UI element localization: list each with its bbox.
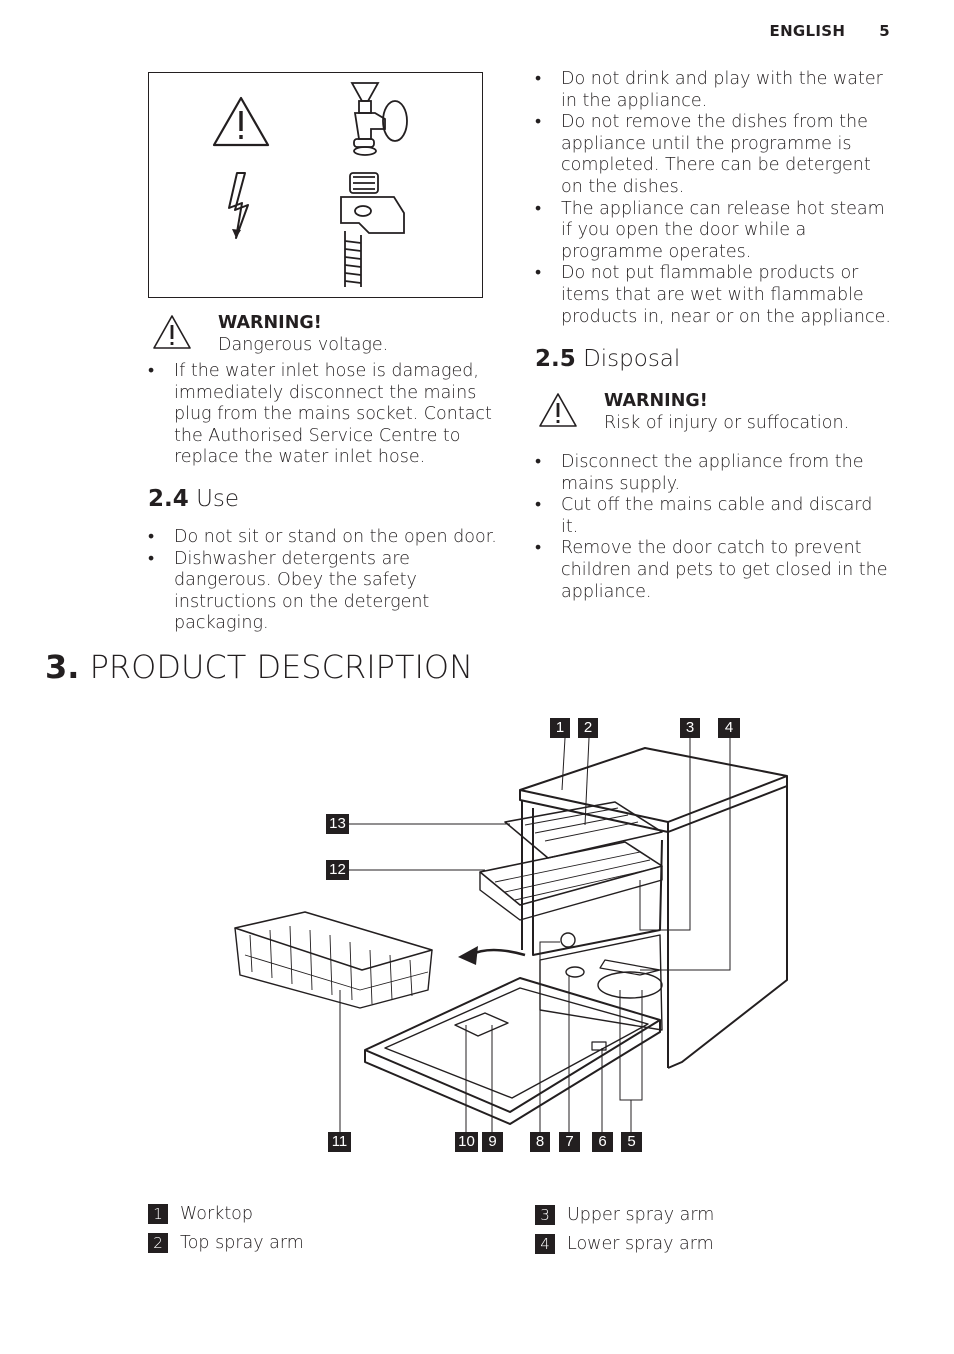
list-item: Disconnect the appliance from the mains … [535, 452, 895, 495]
worktop-outline [519, 747, 788, 823]
callout-7: 7 [559, 1132, 580, 1152]
list-item: If the water inlet hose is damaged, imme… [148, 361, 498, 469]
list-item: Do not drink and play with the water in … [535, 69, 893, 112]
use-list: Do not sit or stand on the open door. Di… [148, 527, 500, 635]
list-item: Dishwasher detergents are dangerous. Obe… [148, 549, 500, 635]
chapter-title: PRODUCT DESCRIPTION [89, 648, 474, 686]
section-heading-use: 2.4 Use [148, 486, 239, 512]
callout-10: 10 [455, 1132, 478, 1152]
callout-5: 5 [621, 1132, 642, 1152]
list-item: Remove the door catch to prevent childre… [535, 538, 895, 603]
legend-right: 3 Upper spray arm 4 Lower spray arm [535, 1205, 895, 1263]
callout-8: 8 [530, 1132, 550, 1152]
warning-triangle-icon [212, 96, 270, 147]
list-item: Do not remove the dishes from the applia… [535, 112, 893, 198]
section-number: 2.5 [535, 346, 576, 372]
callout-3: 3 [680, 718, 700, 738]
warning-block-suffocation: WARNING! Risk of injury or suffocation. [604, 390, 894, 434]
dishwasher-diagram [234, 737, 788, 1134]
callout-2: 2 [578, 718, 598, 738]
chapter-heading: 3. PRODUCT DESCRIPTION [45, 648, 473, 686]
warning-block-voltage: WARNING! Dangerous voltage. [218, 312, 498, 356]
cutlery-tray [504, 801, 663, 859]
header-language: ENGLISH [769, 22, 846, 40]
safety-list: Do not drink and play with the water in … [535, 69, 893, 328]
legend-label: Top spray arm [180, 1233, 304, 1253]
legend-number: 3 [535, 1205, 555, 1225]
callout-6: 6 [592, 1132, 613, 1152]
legend-label: Worktop [180, 1204, 253, 1224]
cabinet-side [667, 786, 788, 1069]
legend-number: 4 [535, 1234, 555, 1254]
disposal-list: Disconnect the appliance from the mains … [535, 452, 895, 603]
legend-item: 3 Upper spray arm [535, 1205, 895, 1234]
legend-item: 4 Lower spray arm [535, 1234, 895, 1263]
warning-icon [153, 315, 191, 349]
legend-number: 1 [148, 1204, 168, 1224]
list-item: Cut off the mains cable and discard it. [535, 495, 895, 538]
legend-label: Upper spray arm [567, 1205, 715, 1225]
section-number: 2.4 [148, 486, 189, 512]
chapter-number: 3. [45, 648, 80, 686]
lightning-bolt-icon [228, 172, 249, 239]
lower-spray-arm [597, 971, 663, 999]
inlet-hose-icon [340, 172, 405, 287]
page-header: ENGLISH 5 [736, 22, 890, 40]
legend-number: 2 [148, 1233, 168, 1253]
section-title: Use [196, 486, 240, 512]
detergent-dispenser [454, 1012, 509, 1037]
warning-icon [539, 393, 577, 427]
list-item: Do not sit or stand on the open door. [148, 527, 500, 549]
section-title: Disposal [583, 346, 681, 372]
legend-label: Lower spray arm [567, 1234, 714, 1254]
list-item: The appliance can release hot steam if y… [535, 199, 893, 264]
legend-left: 1 Worktop 2 Top spray arm [148, 1204, 508, 1262]
page-number: 5 [879, 22, 890, 40]
callout-1: 1 [550, 718, 570, 738]
door [364, 977, 661, 1113]
callout-9: 9 [482, 1132, 503, 1152]
callout-4: 4 [718, 718, 740, 738]
warning-title: WARNING! [604, 391, 708, 411]
warning-text: Risk of injury or suffocation. [604, 413, 850, 433]
list-item: Do not put flammable products or items t… [535, 263, 893, 328]
callout-13: 13 [326, 814, 349, 834]
warning-title: WARNING! [218, 313, 322, 333]
warning-text: Dangerous voltage. [218, 335, 389, 355]
legend-item: 2 Top spray arm [148, 1233, 508, 1262]
inlet-hose-list: If the water inlet hose is damaged, imme… [148, 361, 498, 469]
legend-item: 1 Worktop [148, 1204, 508, 1233]
inlet-hose-illustration [148, 72, 483, 298]
callout-11: 11 [328, 1132, 351, 1152]
section-heading-disposal: 2.5 Disposal [535, 346, 680, 372]
upper-basket [479, 841, 663, 906]
callout-12: 12 [326, 860, 349, 880]
water-tap-icon [350, 82, 408, 156]
